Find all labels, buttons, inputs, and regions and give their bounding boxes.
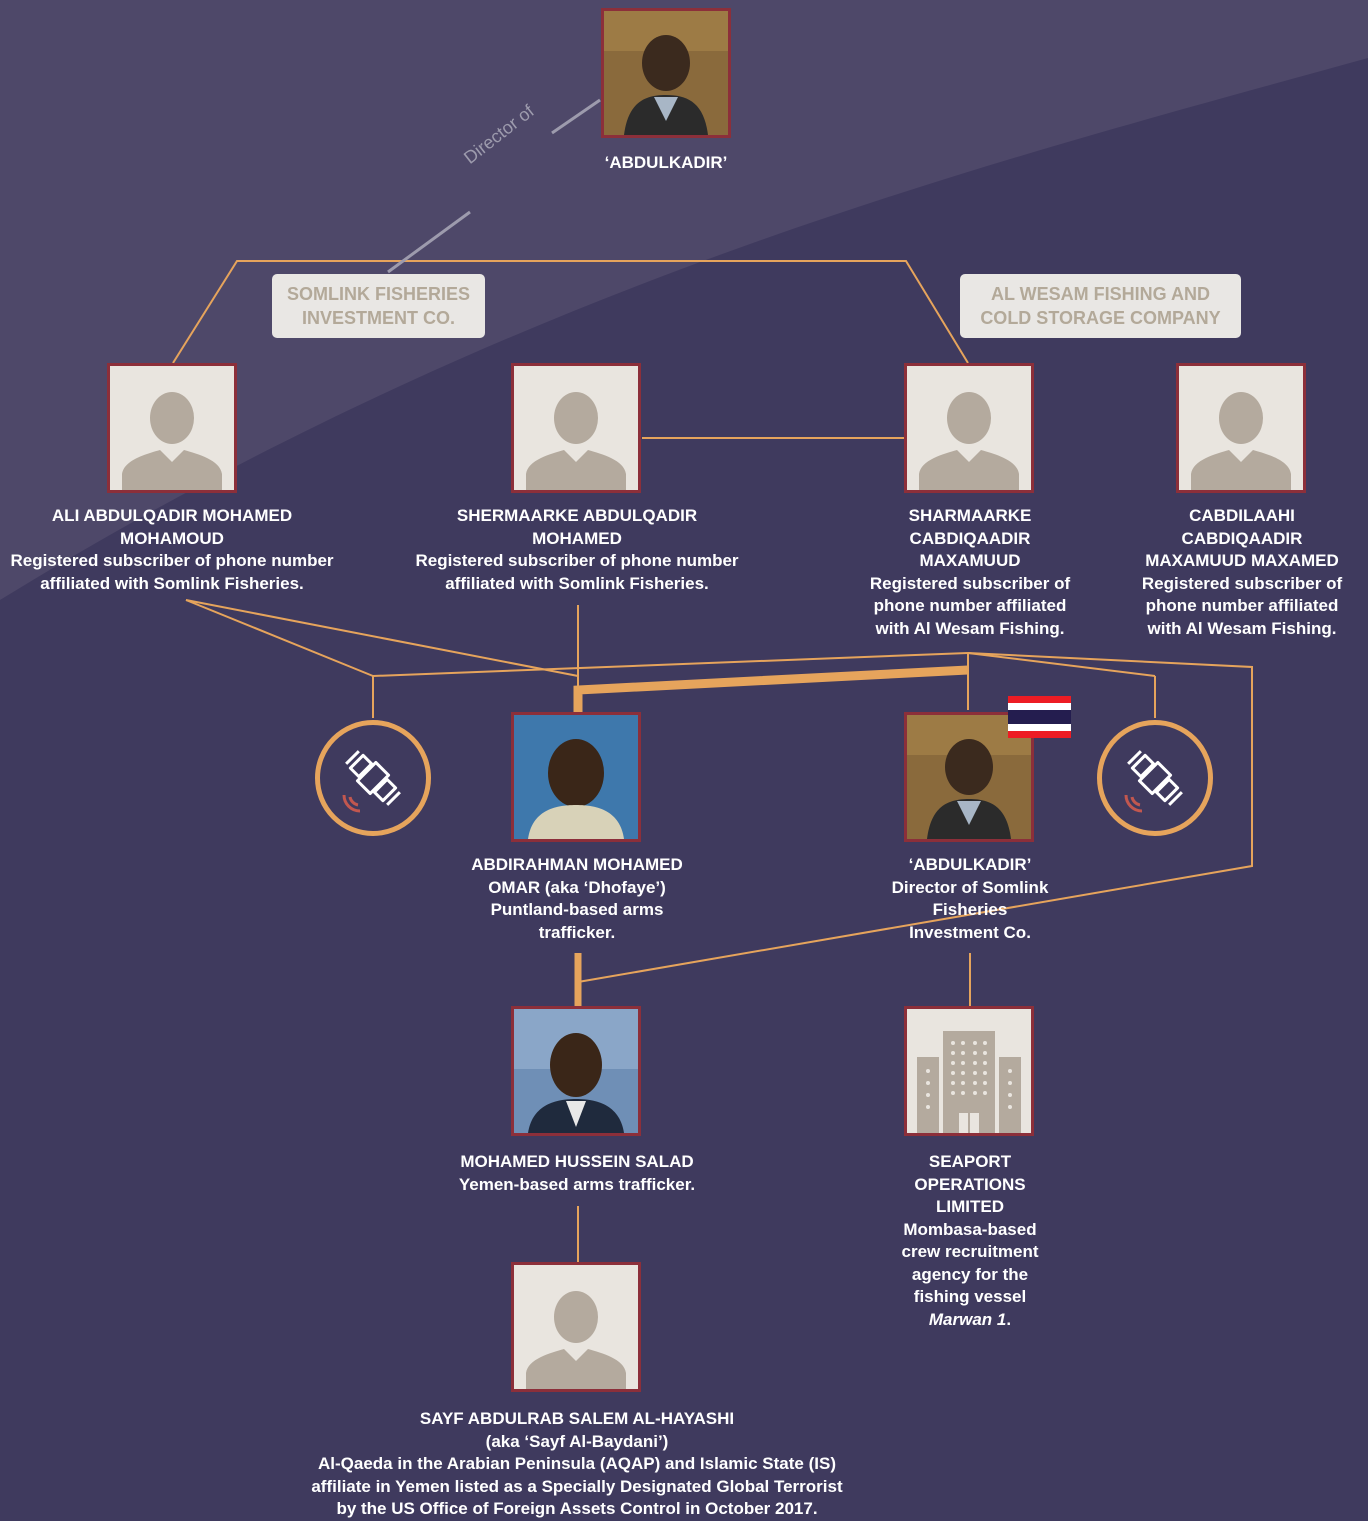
photo-mohamed-hussein-salad bbox=[511, 1006, 641, 1136]
subscriber-label-ali: ALI ABDULQADIR MOHAMED MOHAMOUD Register… bbox=[2, 505, 342, 595]
desc-line: Yemen-based arms trafficker. bbox=[458, 1174, 696, 1194]
desc-line: Registered subscriber of bbox=[869, 573, 1071, 593]
desc-line: Registered subscriber of bbox=[1141, 573, 1343, 593]
bottom-label-sayf: SAYF ABDULRAB SALEM AL-HAYASHI (aka ‘Say… bbox=[277, 1408, 877, 1521]
subscriber-label-cabdilaahi: CABDILAAHI CABDIQAADIR MAXAMUUD MAXAMED … bbox=[1124, 505, 1360, 640]
desc-line: Director of Somlink bbox=[891, 877, 1049, 897]
photo-abdulkadir-top bbox=[601, 8, 731, 138]
desc-line: affiliate in Yemen listed as a Specially… bbox=[311, 1476, 843, 1496]
name-line: CABDIQAADIR bbox=[909, 528, 1031, 548]
name-line: SHARMAARKE bbox=[908, 506, 1032, 525]
desc-line: Registered subscriber of phone number bbox=[10, 551, 334, 570]
name-line: MAXAMUUD bbox=[919, 551, 1021, 570]
link-line bbox=[967, 652, 1156, 677]
name-line: ‘ABDULKADIR’ bbox=[908, 855, 1032, 874]
relation-line bbox=[387, 210, 471, 274]
building-icon bbox=[904, 1006, 1034, 1136]
subscriber-label-shermaarke: SHERMAARKE ABDULQADIR MOHAMED Registered… bbox=[407, 505, 747, 595]
subscriber-label-sharmaarke: SHARMAARKE CABDIQAADIR MAXAMUUD Register… bbox=[860, 505, 1080, 640]
name-line: OMAR (aka ‘Dhofaye’) bbox=[488, 877, 666, 897]
name-line: OPERATIONS bbox=[914, 1174, 1026, 1194]
name-line: MOHAMED HUSSEIN SALAD bbox=[460, 1152, 694, 1171]
middle-label-abdulkadir: ‘ABDULKADIR’ Director of Somlink Fisheri… bbox=[860, 854, 1080, 944]
person-placeholder-icon bbox=[904, 363, 1034, 493]
person-placeholder-icon bbox=[511, 1262, 641, 1392]
name-line: ALI ABDULQADIR MOHAMED bbox=[51, 506, 293, 525]
photo-abdirahman bbox=[511, 712, 641, 842]
link-line bbox=[372, 652, 969, 677]
desc-line: affiliated with Somlink Fisheries. bbox=[445, 573, 709, 593]
thailand-flag-icon bbox=[1008, 696, 1071, 738]
company-line: SOMLINK FISHERIES bbox=[286, 284, 470, 304]
name-line: MOHAMED bbox=[532, 528, 622, 548]
desc-line: Mombasa-based bbox=[903, 1219, 1037, 1239]
person-placeholder-icon bbox=[511, 363, 641, 493]
top-name-text: ‘ABDULKADIR’ bbox=[604, 153, 728, 172]
desc-line: phone number affiliated bbox=[873, 596, 1067, 615]
desc-line: by the US Office of Foreign Assets Contr… bbox=[336, 1499, 818, 1518]
link-line bbox=[185, 599, 374, 677]
satellite-phone-icon bbox=[1097, 720, 1213, 836]
desc-line-italic: Marwan 1. bbox=[880, 1309, 1060, 1332]
desc-line: with Al Wesam Fishing. bbox=[875, 618, 1065, 638]
desc-line: Puntland-based arms bbox=[490, 900, 664, 919]
name-line: MAXAMUUD MAXAMED bbox=[1145, 551, 1339, 570]
company-box-somlink: SOMLINK FISHERIES INVESTMENT CO. bbox=[272, 274, 485, 338]
desc-line: fishing vessel bbox=[913, 1287, 1027, 1306]
name-line: SEAPORT bbox=[928, 1152, 1012, 1171]
middle-label-abdirahman: ABDIRAHMAN MOHAMED OMAR (aka ‘Dhofaye’) … bbox=[437, 854, 717, 944]
desc-line: Registered subscriber of phone number bbox=[415, 551, 739, 570]
name-line: SAYF ABDULRAB SALEM AL-HAYASHI bbox=[419, 1409, 735, 1428]
lower-label-mohamed: MOHAMED HUSSEIN SALAD Yemen-based arms t… bbox=[417, 1151, 737, 1196]
desc-line: agency for the bbox=[911, 1264, 1029, 1284]
company-line: COLD STORAGE COMPANY bbox=[980, 308, 1221, 328]
company-line: AL WESAM FISHING AND bbox=[991, 284, 1210, 304]
desc-line: affiliated with Somlink Fisheries. bbox=[40, 573, 304, 593]
company-box-al-wesam: AL WESAM FISHING AND COLD STORAGE COMPAN… bbox=[960, 274, 1241, 338]
name-line: CABDILAAHI bbox=[1189, 506, 1295, 525]
person-placeholder-icon bbox=[1176, 363, 1306, 493]
desc-line: Fisheries bbox=[932, 900, 1008, 919]
relation-line bbox=[551, 98, 601, 135]
satellite-phone-icon bbox=[315, 720, 431, 836]
top-name: ‘ABDULKADIR’ bbox=[560, 152, 772, 175]
name-line: MOHAMOUD bbox=[120, 528, 224, 548]
name-line: ABDIRAHMAN MOHAMED bbox=[471, 855, 683, 874]
bracket-line bbox=[172, 260, 969, 364]
vessel-suffix: . bbox=[1006, 1309, 1012, 1329]
desc-line: with Al Wesam Fishing. bbox=[1147, 618, 1337, 638]
desc-line: phone number affiliated bbox=[1145, 596, 1339, 615]
vessel-name: Marwan 1 bbox=[928, 1309, 1007, 1329]
desc-line: Al-Qaeda in the Arabian Peninsula (AQAP)… bbox=[318, 1454, 836, 1473]
bracket-line bbox=[577, 652, 1253, 983]
lower-label-seaport: SEAPORT OPERATIONS LIMITED Mombasa-based… bbox=[880, 1151, 1060, 1331]
name-line: (aka ‘Sayf Al-Baydani’) bbox=[485, 1431, 669, 1451]
desc-line: crew recruitment bbox=[901, 1242, 1039, 1261]
name-line: CABDIQAADIR bbox=[1181, 528, 1303, 548]
name-line: SHERMAARKE ABDULQADIR bbox=[456, 506, 698, 525]
company-line: INVESTMENT CO. bbox=[301, 308, 455, 328]
desc-line: Investment Co. bbox=[909, 922, 1031, 942]
name-line: LIMITED bbox=[936, 1197, 1004, 1216]
link-line bbox=[185, 599, 579, 677]
desc-line: trafficker. bbox=[538, 922, 616, 942]
thick-link-line bbox=[573, 665, 969, 712]
person-placeholder-icon bbox=[107, 363, 237, 493]
